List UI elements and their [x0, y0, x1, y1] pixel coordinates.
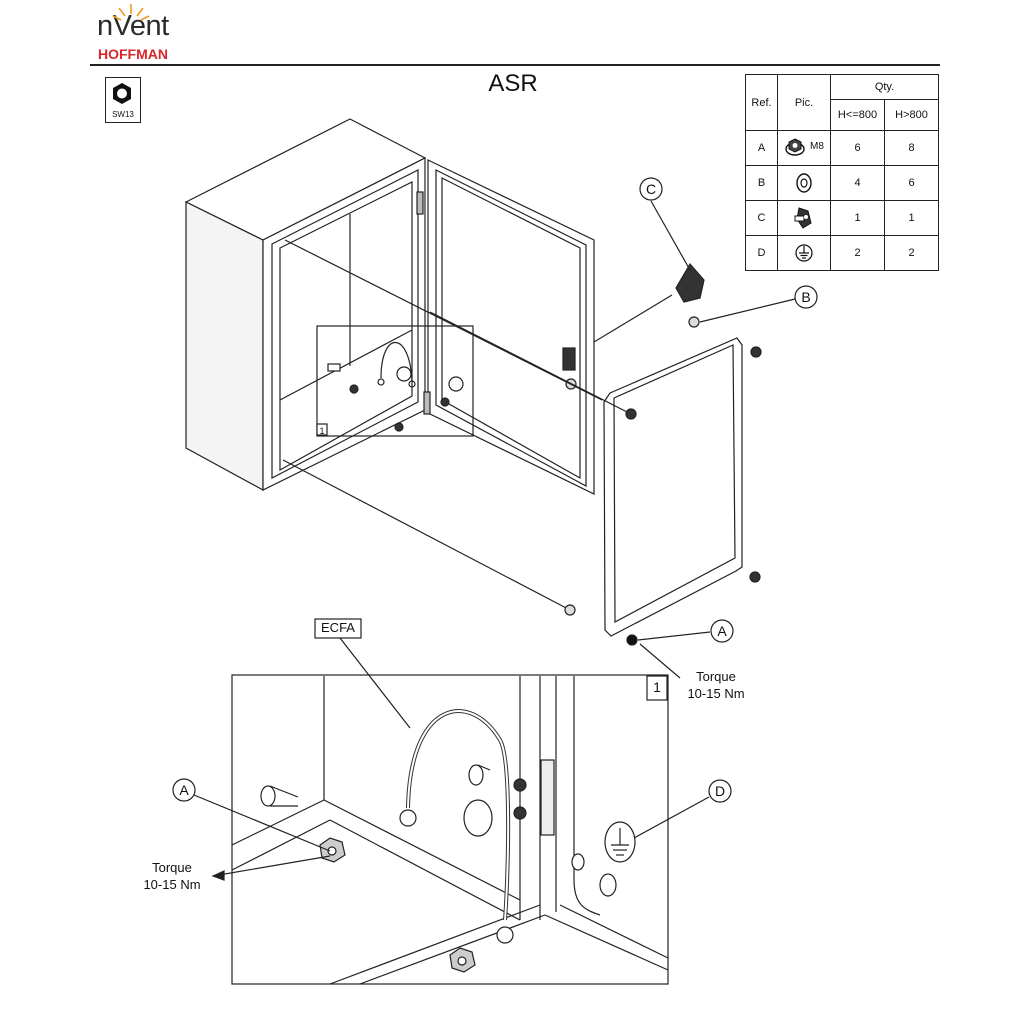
- header-qty-small: H<=800: [830, 99, 885, 131]
- row-ref: C: [745, 200, 778, 236]
- flange-nut-icon: [785, 137, 805, 156]
- table-row: D 2 2: [745, 235, 939, 271]
- row-pic: [777, 235, 831, 271]
- row-ref: D: [745, 235, 778, 271]
- row-qty-large: 8: [884, 130, 939, 166]
- row-qty-large: 2: [884, 235, 939, 271]
- callout-a-detail: A: [179, 782, 189, 798]
- row-pic: [777, 200, 831, 236]
- row-pic: M8: [777, 130, 831, 166]
- row-ref: A: [745, 130, 778, 166]
- table-row: B 4 6: [745, 165, 939, 201]
- row-qty-small: 1: [830, 200, 885, 236]
- row-spec: M8: [810, 141, 824, 152]
- tool-indicator: [105, 77, 141, 123]
- row-ref: B: [745, 165, 778, 201]
- torque-note-detail: Torque 10-15 Nm: [132, 859, 212, 893]
- callout-c: C: [645, 181, 657, 197]
- ground-symbol-icon: [795, 244, 813, 262]
- row-qty-small: 6: [830, 130, 885, 166]
- torque-value: 10-15 Nm: [143, 877, 201, 892]
- header-qty: Qty.: [830, 74, 939, 100]
- row-qty-large: 1: [884, 200, 939, 236]
- torque-note-main: Torque 10-15 Nm: [676, 668, 756, 702]
- row-pic: [777, 165, 831, 201]
- torque-label: Torque: [696, 669, 736, 684]
- torque-label: Torque: [152, 860, 192, 875]
- brand-logo-subtext: HOFFMAN: [98, 46, 168, 62]
- table-row: A M8 6 8: [745, 130, 939, 166]
- latch-icon: [794, 207, 812, 229]
- tool-label: SW13: [112, 110, 134, 119]
- header-qty-large: H>800: [884, 99, 939, 131]
- row-qty-small: 2: [830, 235, 885, 271]
- header-rule: [90, 64, 940, 66]
- table-row: C 1 1: [745, 200, 939, 236]
- page-title: ASR: [488, 70, 538, 97]
- callout-b: B: [801, 289, 811, 305]
- header-pic: Pic.: [777, 74, 831, 131]
- detail-ref-large: 1: [653, 679, 661, 695]
- detail-ref-small: 1: [319, 426, 325, 436]
- parts-table: Ref. Pic. Qty. H<=800 H>800 A M8 6 8 B: [745, 74, 939, 271]
- row-qty-small: 4: [830, 165, 885, 201]
- row-qty-large: 6: [884, 165, 939, 201]
- header-ref: Ref.: [745, 74, 778, 131]
- callout-ecfa: ECFA: [321, 620, 355, 635]
- callout-d-detail: D: [714, 783, 726, 799]
- callout-a: A: [717, 623, 727, 639]
- brand-logo: nVent: [97, 10, 169, 42]
- torque-value: 10-15 Nm: [687, 686, 745, 701]
- washer-icon: [796, 173, 812, 193]
